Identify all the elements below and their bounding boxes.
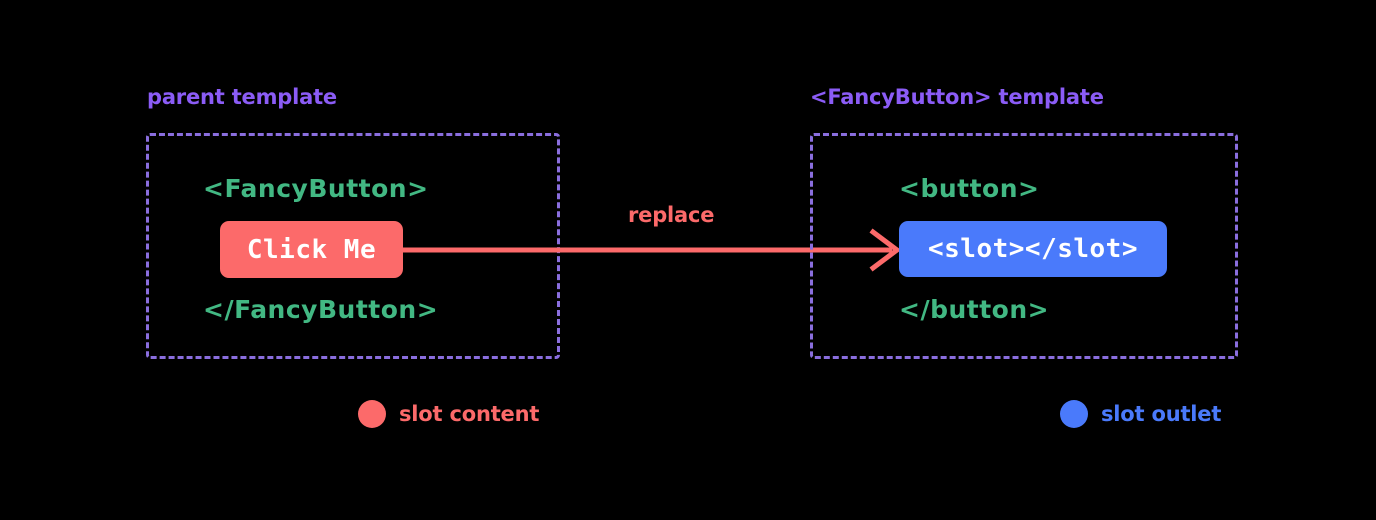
fancybutton-open-tag: <button> <box>899 174 1040 203</box>
parent-template-box <box>146 133 560 359</box>
fancybutton-close-tag: </button> <box>899 295 1050 324</box>
legend-label-slot-content: slot content <box>399 402 540 426</box>
slot-content-chip[interactable]: Click Me <box>220 221 403 278</box>
parent-close-tag: </FancyButton> <box>203 295 439 324</box>
parent-template-title: parent template <box>147 85 337 109</box>
fancybutton-template-title: <FancyButton> template <box>810 85 1104 109</box>
legend-label-slot-outlet: slot outlet <box>1101 402 1222 426</box>
slot-outlet-swatch-icon <box>1060 400 1088 428</box>
legend-item-slot-content: slot content <box>358 400 539 428</box>
parent-open-tag: <FancyButton> <box>203 174 429 203</box>
legend-item-slot-outlet: slot outlet <box>1060 400 1221 428</box>
arrow-label: replace <box>628 203 715 227</box>
slot-content-chip-label: Click Me <box>246 234 377 265</box>
slot-outlet-chip[interactable]: <slot></slot> <box>899 221 1167 277</box>
slot-outlet-chip-label: <slot></slot> <box>928 234 1138 264</box>
slot-content-swatch-icon <box>358 400 386 428</box>
fancybutton-template-box <box>810 133 1238 359</box>
